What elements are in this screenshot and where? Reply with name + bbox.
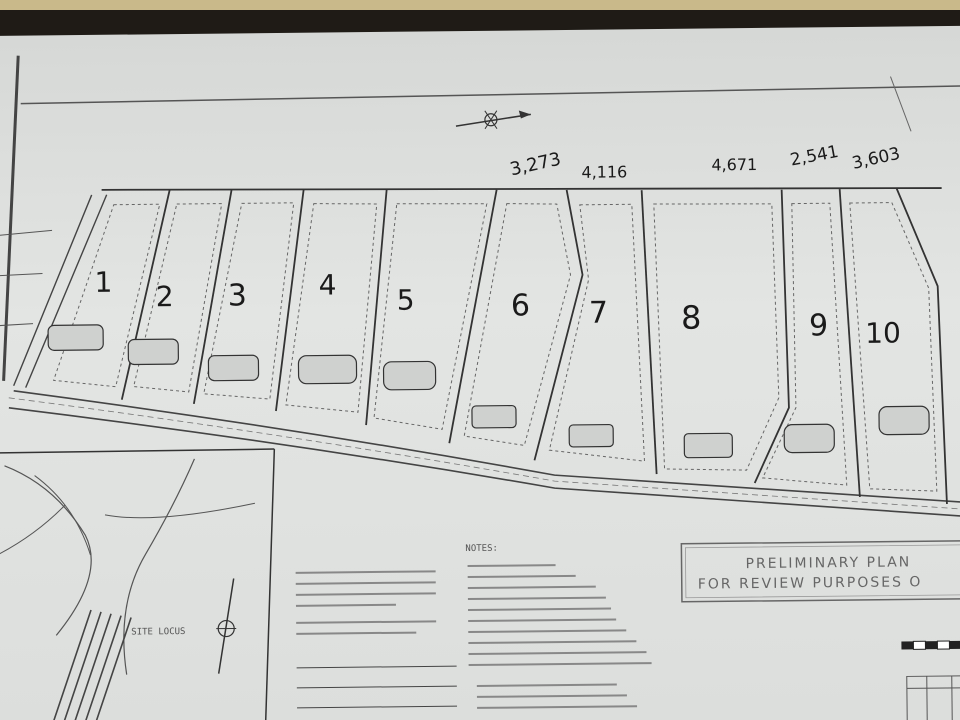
sheet-border-left <box>2 55 20 381</box>
north-arrow-locus-icon <box>216 578 237 674</box>
frontage-note-1: 3,273 <box>508 149 563 181</box>
locus-map-panel: SITE LOCUS <box>0 448 276 720</box>
frontage-notes: 3,273 4,116 4,671 2,541 3,603 <box>508 142 902 182</box>
survey-plan-sheet: 1 2 3 4 5 6 7 8 9 10 3,273 4,116 4,671 2… <box>0 25 960 720</box>
sheet-border-top <box>20 84 960 105</box>
road-edge-south <box>8 407 960 519</box>
lot-number-2: 2 <box>156 280 174 313</box>
setback-lines <box>52 202 938 492</box>
lot-number-3: 3 <box>228 278 247 313</box>
house-footprints <box>47 324 930 459</box>
north-arrow-icon <box>455 110 531 130</box>
frontage-note-4: 2,541 <box>789 142 841 171</box>
lot-number-4: 4 <box>318 268 336 301</box>
signature-lines <box>296 665 458 709</box>
approval-text-lines <box>295 570 437 635</box>
frontage-note-5: 3,603 <box>850 144 902 174</box>
preliminary-plan-stamp: PRELIMINARY PLAN FOR REVIEW PURPOSES O <box>680 539 960 603</box>
stamp-line-1: PRELIMINARY PLAN <box>745 554 911 572</box>
site-locus-label: SITE LOCUS <box>131 627 185 638</box>
abutter-parcels <box>0 229 53 327</box>
frontage-note-2: 4,116 <box>581 162 627 181</box>
survey-drawing: 1 2 3 4 5 6 7 8 9 10 3,273 4,116 4,671 2… <box>0 55 960 720</box>
road-edge-north <box>13 389 960 505</box>
lot-number-8: 8 <box>681 299 702 337</box>
frontage-note-3: 4,671 <box>711 155 757 174</box>
side-road-edge-b <box>25 194 108 388</box>
side-road-edge-a <box>13 194 93 387</box>
road-centerline <box>8 397 960 512</box>
lot-number-7: 7 <box>589 296 608 331</box>
lot-number-9: 9 <box>809 308 828 343</box>
notes-block: NOTES: <box>295 544 652 709</box>
rear-property-line <box>101 187 942 191</box>
lot-number-1: 1 <box>94 266 112 299</box>
lot-number-10: 10 <box>865 316 901 349</box>
table-edge <box>0 0 960 10</box>
notes-text-lines <box>467 564 652 709</box>
stamp-line-2: FOR REVIEW PURPOSES O <box>698 574 923 592</box>
lot-numbers: 1 2 3 4 5 6 7 8 9 10 <box>94 266 901 350</box>
locus-road-stripes <box>51 609 132 720</box>
lot-number-5: 5 <box>397 284 415 317</box>
title-block-grid <box>906 675 960 720</box>
notes-heading: NOTES: <box>465 544 498 554</box>
scale-bar-icon <box>901 640 960 650</box>
corner-line <box>890 76 912 132</box>
lot-number-6: 6 <box>511 288 530 323</box>
lot-boundaries <box>120 188 948 505</box>
